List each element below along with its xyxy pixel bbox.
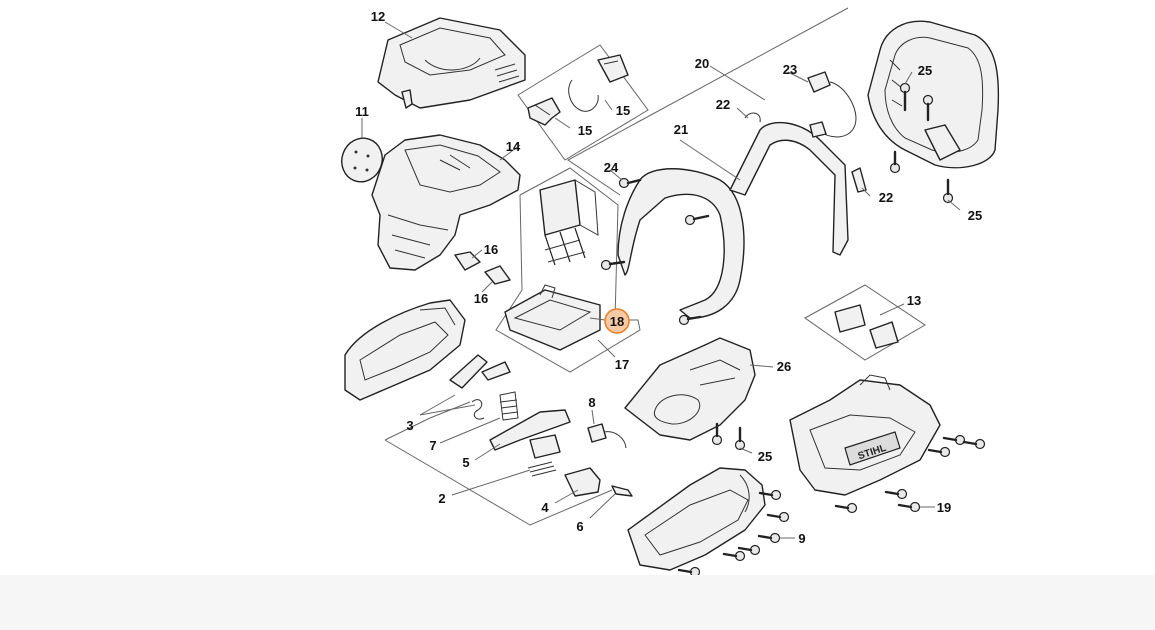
callout-20[interactable]: 20 bbox=[695, 56, 709, 71]
callout-16-a[interactable]: 16 bbox=[484, 242, 498, 257]
screw-9-a[interactable] bbox=[758, 489, 782, 501]
part-14-motor-housing[interactable] bbox=[371, 134, 521, 271]
callout-4[interactable]: 4 bbox=[541, 500, 549, 515]
callout-14[interactable]: 14 bbox=[506, 139, 521, 154]
callout-17[interactable]: 17 bbox=[615, 357, 629, 372]
part-7-spring[interactable] bbox=[471, 391, 519, 421]
part-13-pads[interactable] bbox=[804, 284, 926, 361]
callout-11[interactable]: 11 bbox=[355, 104, 369, 119]
callout-22-a[interactable]: 22 bbox=[716, 97, 730, 112]
screw-25-a[interactable] bbox=[899, 82, 911, 112]
callout-26[interactable]: 26 bbox=[777, 359, 791, 374]
screw-25-e[interactable] bbox=[711, 422, 723, 446]
callout-13[interactable]: 13 bbox=[907, 293, 921, 308]
main-housing-left[interactable] bbox=[344, 299, 466, 401]
callout-2[interactable]: 2 bbox=[438, 491, 445, 506]
screw-25-c[interactable] bbox=[889, 150, 901, 174]
callout-18[interactable]: 18 bbox=[610, 314, 624, 329]
part-17-electronics-box[interactable] bbox=[495, 167, 641, 373]
part-21-front-handle[interactable] bbox=[617, 121, 849, 319]
callout-labels: 12 11 14 15 15 16 16 18 17 20 21 22 22 2… bbox=[355, 9, 982, 546]
screw-24[interactable] bbox=[618, 177, 642, 189]
screw-9-b[interactable] bbox=[766, 511, 790, 523]
screw-9-d[interactable] bbox=[737, 544, 761, 556]
callout-8[interactable]: 8 bbox=[588, 395, 595, 410]
part-16-wedges[interactable] bbox=[454, 251, 511, 285]
callout-23[interactable]: 23 bbox=[783, 62, 797, 77]
screw-19-a[interactable] bbox=[942, 434, 966, 446]
screw-19-e[interactable] bbox=[897, 501, 921, 513]
callout-9[interactable]: 9 bbox=[798, 531, 805, 546]
screw-9-c[interactable] bbox=[757, 532, 781, 544]
leader-lines bbox=[361, 7, 961, 539]
main-housing-right[interactable]: STIHL bbox=[789, 374, 941, 496]
part-2-spring[interactable] bbox=[527, 461, 557, 477]
bottom-margin bbox=[0, 575, 1155, 630]
callout-15-b[interactable]: 15 bbox=[616, 103, 630, 118]
callout-19[interactable]: 19 bbox=[937, 500, 951, 515]
callout-12[interactable]: 12 bbox=[371, 9, 385, 24]
part-12-top-cover[interactable] bbox=[377, 17, 526, 109]
screw-19-b[interactable] bbox=[962, 438, 986, 450]
highlight-circle-18[interactable] bbox=[604, 308, 630, 334]
screw-9-e[interactable] bbox=[722, 550, 746, 562]
screw-25-f[interactable] bbox=[734, 426, 746, 451]
screw-handle-3[interactable] bbox=[684, 214, 710, 226]
part-4-switch[interactable] bbox=[564, 467, 601, 497]
callout-22-b[interactable]: 22 bbox=[879, 190, 893, 205]
bottom-motor-cover[interactable] bbox=[627, 467, 766, 571]
screw-25-b[interactable] bbox=[922, 94, 934, 122]
screw-25-d[interactable] bbox=[942, 178, 954, 204]
callout-16-b[interactable]: 16 bbox=[474, 291, 488, 306]
rear-handle-frame[interactable] bbox=[867, 20, 1000, 169]
callout-3[interactable]: 3 bbox=[406, 418, 413, 433]
callout-25-c[interactable]: 25 bbox=[758, 449, 772, 464]
part-23-sensor-cable[interactable] bbox=[807, 71, 857, 138]
part-3-trigger[interactable] bbox=[449, 354, 511, 389]
part-6-pin[interactable] bbox=[611, 485, 633, 497]
part-5-lever[interactable] bbox=[489, 409, 571, 459]
callout-7[interactable]: 7 bbox=[429, 438, 436, 453]
screw-19-c[interactable] bbox=[927, 446, 951, 458]
screw-19-d[interactable] bbox=[884, 488, 908, 500]
part-8-microswitch[interactable] bbox=[587, 423, 627, 449]
callout-25-a[interactable]: 25 bbox=[918, 63, 932, 78]
screw-handle-1[interactable] bbox=[600, 259, 626, 271]
callout-24[interactable]: 24 bbox=[604, 160, 619, 175]
callout-25-b[interactable]: 25 bbox=[968, 208, 982, 223]
part-26-lower-cover[interactable] bbox=[624, 337, 756, 441]
callout-5[interactable]: 5 bbox=[462, 455, 469, 470]
screw-19-f[interactable] bbox=[834, 502, 858, 514]
callout-21[interactable]: 21 bbox=[674, 122, 688, 137]
callout-15-a[interactable]: 15 bbox=[578, 123, 592, 138]
part-15-kit-box[interactable] bbox=[517, 44, 649, 161]
screw-handle-2[interactable] bbox=[678, 314, 702, 326]
callout-6[interactable]: 6 bbox=[576, 519, 583, 534]
